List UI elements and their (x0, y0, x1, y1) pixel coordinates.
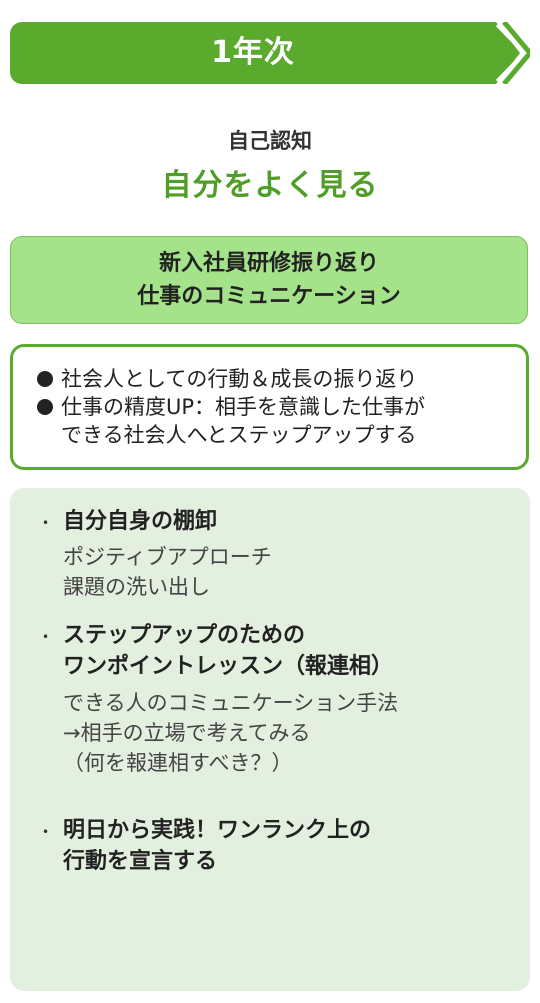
goal-text-2-continued: できる社会人へとステップアップする (61, 423, 417, 447)
theme-label: 自己認知 (228, 129, 312, 153)
chevron-right-icon (495, 22, 530, 84)
section-2-heading-1: ステップアップのための (63, 623, 306, 648)
section-2-line-2: →相手の立場で考えてみる (63, 721, 311, 745)
bullet-icon: • (42, 516, 50, 530)
section-2-heading-2: ワンポイントレッスン（報連相） (63, 654, 394, 679)
bullet-icon: • (42, 630, 50, 644)
black-circle-icon (37, 371, 53, 387)
goal-item-1: 社会人としての行動＆成長の振り返り (37, 365, 417, 393)
content-box: • 自分自身の棚卸 ポジティブアプローチ 課題の洗い出し • ステップアップのた… (10, 488, 530, 991)
topic-line-2: 仕事のコミュニケーション (137, 284, 401, 309)
section-1-line-2: 課題の洗い出し (63, 575, 210, 599)
banner-title: 1年次 (211, 35, 295, 70)
section-2-line-3: （何を報連相すべき？） (63, 751, 293, 775)
section-3-heading-2: 行動を宣言する (63, 849, 218, 874)
goal-item-2: 仕事の精度UP：相手を意識した仕事が (37, 393, 425, 421)
black-circle-icon (37, 399, 53, 415)
section-2-line-1: できる人のコミュニケーション手法 (63, 691, 399, 715)
bullet-icon: • (42, 825, 50, 839)
topic-box: 新入社員研修振り返り 仕事のコミュニケーション (10, 236, 528, 324)
section-3-heading-1: 明日から実践！ワンランク上の (63, 818, 372, 843)
goal-text-1: 社会人としての行動＆成長の振り返り (61, 367, 418, 391)
banner-bar (10, 22, 496, 84)
goal-box: 社会人としての行動＆成長の振り返り 仕事の精度UP：相手を意識した仕事が できる… (10, 344, 529, 470)
topic-line-1: 新入社員研修振り返り (158, 251, 379, 276)
theme-title: 自分をよく見る (161, 168, 379, 203)
section-1-line-1: ポジティブアプローチ (63, 545, 272, 569)
goal-text-2: 仕事の精度UP：相手を意識した仕事が (61, 395, 426, 419)
section-1-heading: 自分自身の棚卸 (63, 509, 218, 534)
year-banner: 1年次 (10, 22, 530, 84)
